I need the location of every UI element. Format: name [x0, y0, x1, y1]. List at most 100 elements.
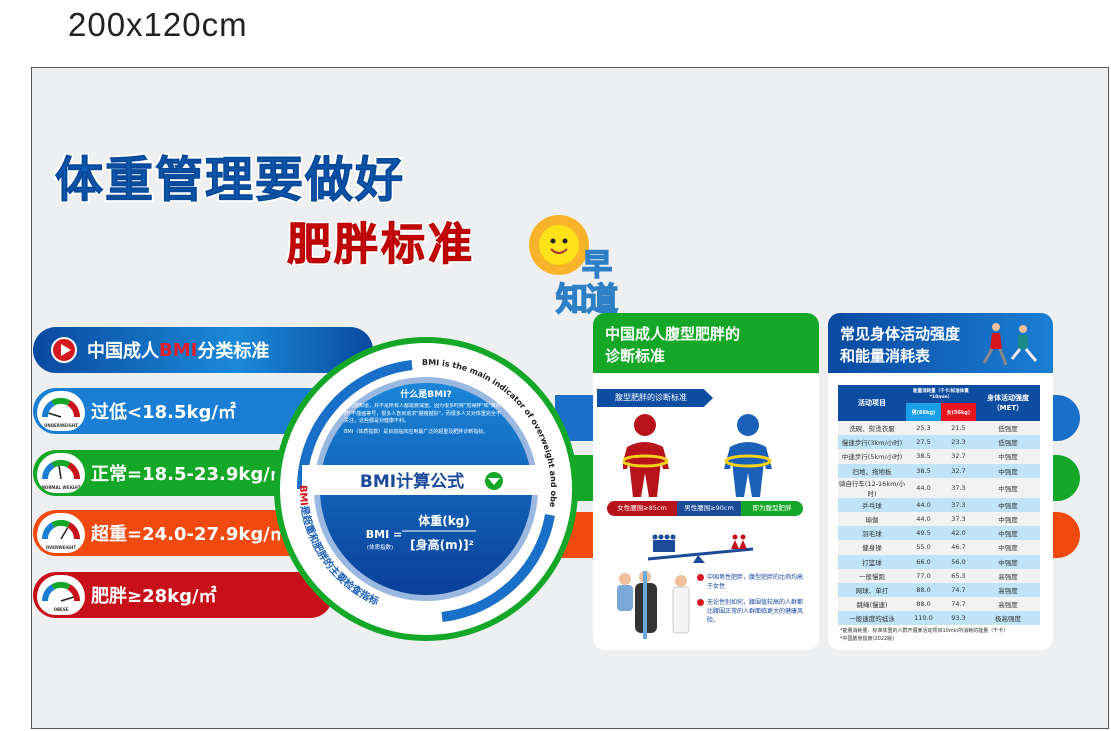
- svg-text:UNDERWEIGHT: UNDERWEIGHT: [44, 423, 78, 428]
- table-cell: 中强度: [975, 497, 1040, 512]
- seesaw-icon: [647, 534, 754, 563]
- table-cell: 一般速度的蛙泳: [838, 611, 906, 626]
- what-is-bmi-title: 什么是BMI?: [400, 388, 451, 400]
- waist-panel: 中国成人腹型肥胖的诊断标准 腹型肥胖的诊断标准 女性腰围≥85cm 男性腰围≥9…: [593, 313, 819, 650]
- waist-figures-icon: [623, 414, 772, 497]
- table-cell: 中强度: [975, 463, 1040, 478]
- table-cell: 扫地、拖地板: [838, 463, 906, 478]
- table-cell: 乒乓球: [838, 497, 906, 512]
- table-cell: 46.7: [940, 540, 976, 555]
- header-prefix: 中国成人: [87, 341, 159, 362]
- table-cell: 高强度: [975, 582, 1040, 598]
- table-cell: 一般慢跑: [838, 568, 906, 583]
- bmi-row: UNDERWEIGHT 过低<18.5kg/㎡: [33, 388, 333, 434]
- waist-tag: 腹型肥胖的诊断标准: [597, 389, 713, 407]
- table-cell: 55.0: [906, 540, 941, 555]
- sun-icon: [529, 215, 589, 275]
- table-cell: 网球、单打: [838, 582, 906, 598]
- gauge-icon: OVERWEIGHT: [37, 513, 85, 553]
- table-cell: 中强度: [975, 449, 1040, 464]
- waist-panel-title: 中国成人腹型肥胖的诊断标准: [593, 313, 819, 373]
- bmi-bullet-1: 首先要知道，并不是所有人都需要减重。因为很多时候"觉得胖"和"真的胖"不能画等号…: [344, 403, 501, 424]
- table-cell: 高强度: [975, 568, 1040, 583]
- table-cell: 37.3: [940, 497, 976, 512]
- table-cell: 74.7: [940, 582, 976, 598]
- col-intensity: 身体活动强度（MET）: [975, 385, 1040, 421]
- svg-text:OBESE: OBESE: [54, 607, 69, 612]
- table-cell: 66.0: [906, 554, 941, 569]
- formula-denominator: [身高(m)]²: [410, 537, 474, 552]
- table-cell: 65.3: [940, 568, 976, 583]
- sub-title: 肥胖标准: [287, 219, 475, 271]
- table-cell: 44.0: [906, 511, 941, 527]
- table-cell: 中强度: [975, 477, 1040, 498]
- bmi-row: OBESE 肥胖≥28kg/㎡: [33, 572, 333, 618]
- gauge-icon: NORMAL WEIGHT: [37, 453, 85, 493]
- table-cell: 38.5: [906, 463, 941, 478]
- bmi-circle: BMI is the main indicator of overweight …: [272, 335, 578, 641]
- table-cell: 44.0: [906, 497, 941, 512]
- runners-icon: [982, 323, 1038, 366]
- table-cell: 跳绳(慢速): [838, 597, 906, 612]
- criterion-result: 即为腹型肥胖: [741, 501, 803, 516]
- table-cell: 93.3: [940, 611, 976, 626]
- table-cell: 27.5: [906, 435, 941, 450]
- formula-lhs-note: (体质指数): [367, 543, 393, 551]
- table-cell: 慢速步行(3km/小时): [838, 435, 906, 450]
- bmi-bullet-2: BMI（体质指数）是目前临床应用最广泛的超重及肥胖诊断指标。: [344, 428, 489, 435]
- table-cell: 56.0: [940, 554, 976, 569]
- table-cell: 74.7: [940, 597, 976, 612]
- table-cell: 低强度: [975, 435, 1040, 450]
- main-title: 体重管理要做好: [54, 152, 406, 209]
- footnote-1: *能量消耗量：标准体重的人群开展某活动项目10min所消耗的能量（千卡）: [840, 628, 1009, 634]
- formula-title: BMI计算公式: [360, 471, 464, 492]
- table-cell: 37.3: [940, 511, 976, 527]
- table-cell: 极高强度: [975, 611, 1040, 626]
- activity-panel: 常见身体活动强度和能量消耗表 活动项目 能量消耗量（千卡/标准体重*10min）…: [828, 313, 1053, 650]
- badge-line1: 早: [581, 247, 613, 284]
- activity-panel-title: 常见身体活动强度和能量消耗表: [828, 313, 1053, 373]
- gauge-icon: UNDERWEIGHT: [37, 391, 85, 431]
- table-cell: 37.3: [940, 477, 976, 498]
- formula-numerator: 体重(kg): [418, 513, 470, 528]
- table-cell: 中强度: [975, 540, 1040, 555]
- table-cell: 低强度: [975, 421, 1040, 436]
- formula-lhs: BMI =: [366, 528, 402, 541]
- header-bmi: BMI: [159, 339, 198, 361]
- table-cell: 羽毛球: [838, 526, 906, 541]
- col-activity: 活动项目: [838, 385, 906, 421]
- criterion-male: 男性腰围≥90cm: [677, 501, 741, 516]
- col-female: 女(56kg): [940, 403, 976, 421]
- waist-note-2: 无论性别如何，腰围值较高的人群都比腰围正常的人群面临更大的健康风险。: [697, 598, 807, 625]
- table-cell: 49.5: [906, 526, 941, 541]
- svg-text:NORMAL WEIGHT: NORMAL WEIGHT: [42, 485, 81, 490]
- table-cell: 中强度: [975, 511, 1040, 527]
- table-cell: 42.0: [940, 526, 976, 541]
- activity-table: 活动项目 能量消耗量（千卡/标准体重*10min） 身体活动强度（MET） 男(…: [838, 385, 1040, 626]
- table-cell: 88.0: [906, 597, 941, 612]
- table-cell: 44.0: [906, 477, 941, 498]
- table-cell: 77.0: [906, 568, 941, 583]
- table-cell: 38.5: [906, 449, 941, 464]
- waist-note-1: 中国男性肥胖，腹型肥胖的比例均高于女性: [697, 573, 807, 591]
- size-label: 200x120cm: [68, 6, 248, 43]
- table-cell: 骑自行车(12-16km/小时): [838, 477, 906, 498]
- people-illustration-icon: [617, 571, 690, 639]
- bmi-row-label: 肥胖≥28kg/㎡: [91, 586, 217, 607]
- criterion-female: 女性腰围≥85cm: [607, 501, 677, 516]
- table-cell: 23.3: [940, 435, 976, 450]
- table-cell: 瑜伽: [838, 511, 906, 527]
- table-cell: 中强度: [975, 554, 1040, 569]
- table-cell: 健身操: [838, 540, 906, 555]
- table-cell: 32.7: [940, 449, 976, 464]
